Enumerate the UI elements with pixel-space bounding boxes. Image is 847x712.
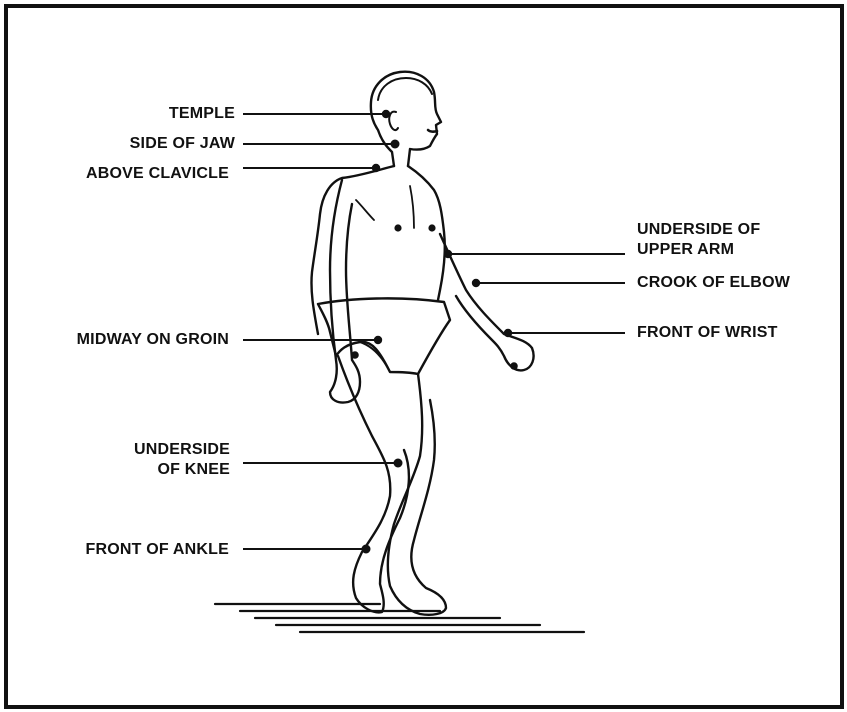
label-underside-of-upper-arm: UNDERSIDE OF UPPER ARM: [637, 220, 760, 260]
temple-dot: [382, 110, 390, 118]
hair: [378, 78, 432, 100]
label-temple: TEMPLE: [169, 104, 235, 124]
label-underside-of-upper-arm-line1: UNDERSIDE OF: [637, 220, 760, 240]
ground-lines: [215, 604, 584, 632]
groin-dot: [374, 336, 382, 344]
back-leg: [338, 356, 409, 612]
left-arm: [330, 180, 360, 403]
leader-lines: [243, 114, 625, 549]
label-underside-of-knee-line2: OF KNEE: [134, 460, 230, 480]
label-above-clavicle: ABOVE CLAVICLE: [86, 164, 229, 184]
upper-arm-dot: [444, 250, 452, 258]
label-crook-of-elbow: CROOK OF ELBOW: [637, 273, 790, 293]
label-midway-on-groin: MIDWAY ON GROIN: [77, 330, 229, 350]
ankle-dot: [362, 545, 371, 554]
front-leg: [388, 374, 446, 615]
label-front-of-ankle: FRONT OF ANKLE: [85, 540, 229, 560]
wrist-dot: [504, 329, 512, 337]
elbow-dot: [472, 279, 480, 287]
label-side-of-jaw: SIDE OF JAW: [130, 134, 235, 154]
clavicle-dot: [372, 164, 380, 172]
label-underside-of-knee: UNDERSIDE OF KNEE: [134, 440, 230, 480]
label-underside-of-upper-arm-line2: UPPER ARM: [637, 240, 760, 260]
head-outline: [371, 72, 441, 166]
label-front-of-wrist: FRONT OF WRIST: [637, 323, 778, 343]
label-underside-of-knee-line1: UNDERSIDE: [134, 440, 230, 460]
jaw-dot: [391, 140, 400, 149]
ear: [389, 112, 398, 130]
knee-dot: [394, 459, 403, 468]
